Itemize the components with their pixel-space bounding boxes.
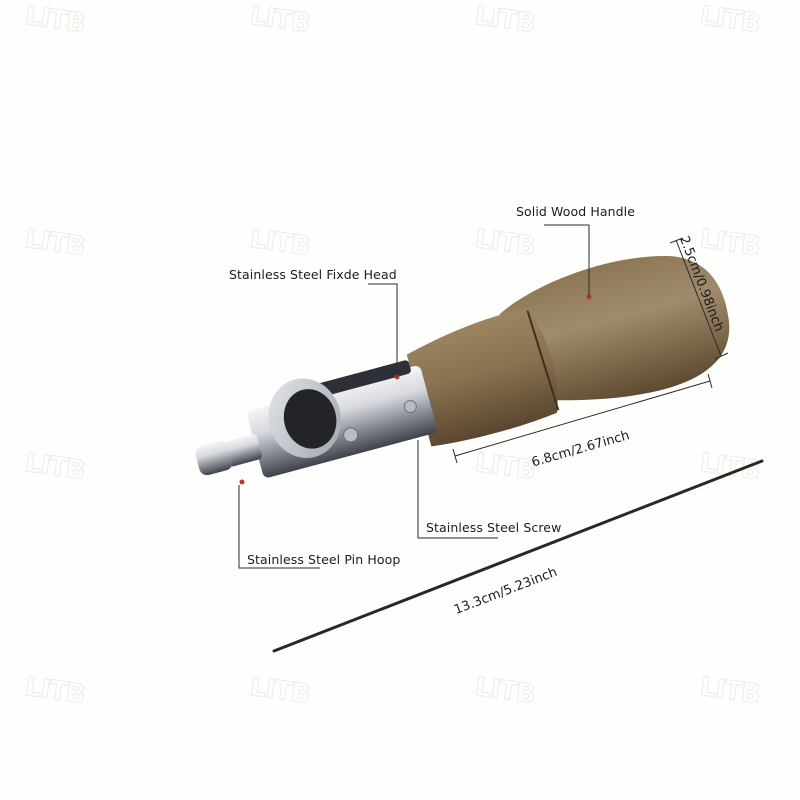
handle-collar — [406, 309, 558, 447]
thread-spool — [283, 389, 337, 449]
callout-line-pin — [238, 485, 320, 569]
callout-handle: Solid Wood Handle — [516, 204, 636, 219]
tip-cap — [195, 440, 233, 476]
screw — [343, 427, 359, 443]
callout-line-handle — [544, 224, 590, 297]
handle-bulb — [499, 256, 730, 401]
needle — [272, 459, 764, 653]
dimension-line-diameter — [675, 239, 722, 357]
marker-dot — [239, 479, 245, 485]
dimension-line-length — [454, 380, 711, 457]
callout-screw: Stainless Steel Screw — [426, 520, 562, 535]
callout-head: Stainless Steel Fixde Head — [229, 267, 397, 282]
callout-line-screw — [417, 440, 498, 539]
pin-hoop — [224, 434, 262, 467]
callout-line-head — [368, 283, 398, 377]
callout-pin-hoop: Stainless Steel Pin Hoop — [247, 552, 401, 567]
screw — [403, 399, 417, 413]
